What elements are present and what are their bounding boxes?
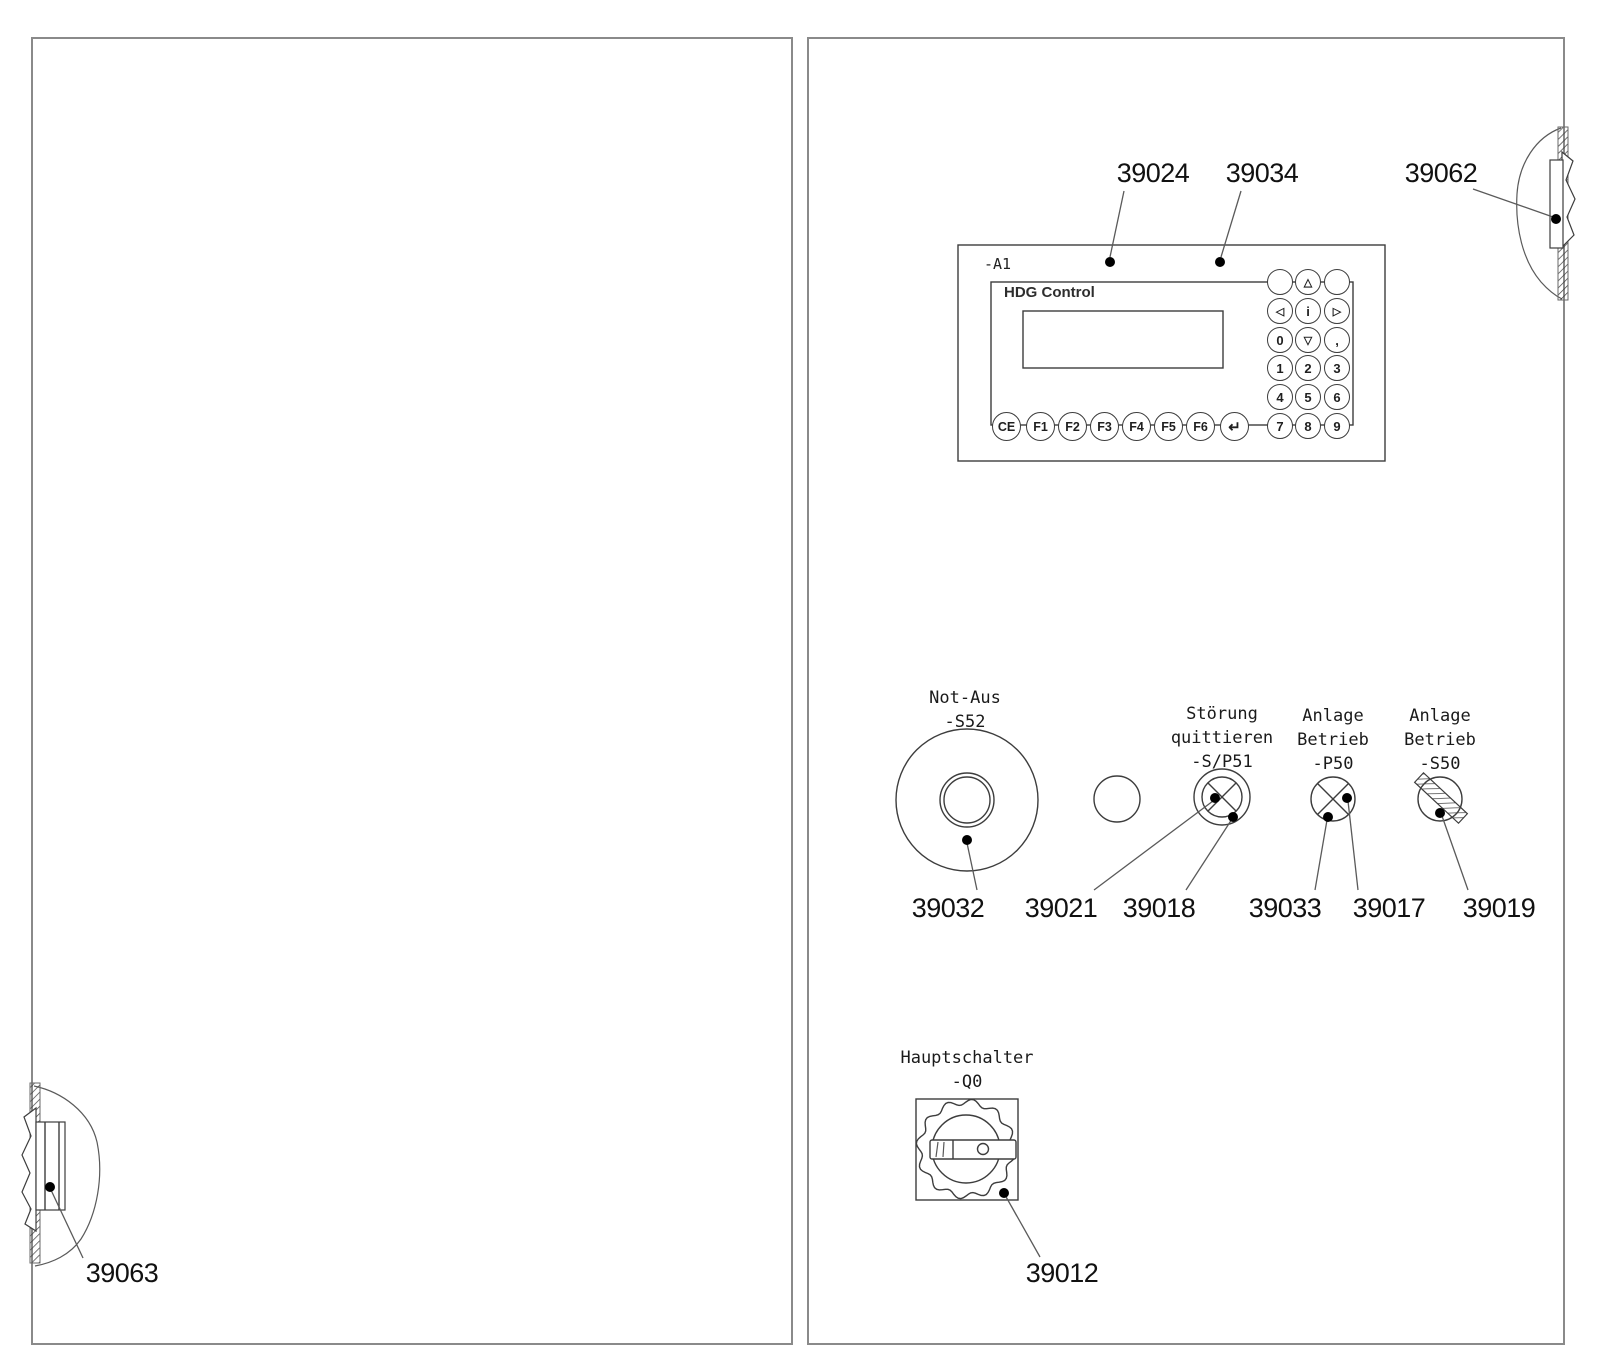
main-switch-plate: [915, 1098, 1019, 1201]
key-blank-1[interactable]: [1267, 269, 1293, 295]
key-down-icon[interactable]: ▽: [1295, 327, 1321, 353]
key-f1[interactable]: F1: [1026, 412, 1055, 441]
key-right-icon[interactable]: ▷: [1324, 298, 1350, 324]
key-f5[interactable]: F5: [1154, 412, 1183, 441]
plant-run-lamp-label-line3: -P50: [1312, 754, 1354, 774]
key-0[interactable]: 0: [1267, 327, 1293, 353]
key-enter-icon[interactable]: ↵: [1220, 412, 1249, 441]
plant-run-lamp-label-line1: Anlage: [1302, 706, 1364, 726]
fault-ack-button[interactable]: [1193, 768, 1251, 826]
key-f2[interactable]: F2: [1058, 412, 1087, 441]
part-label-hinge-top-right: 39062: [1404, 158, 1478, 188]
key-ce[interactable]: CE: [992, 412, 1021, 441]
key-2[interactable]: 2: [1295, 355, 1321, 381]
key-blank-2[interactable]: [1324, 269, 1350, 295]
fault-ack-label-line2: quittieren: [1170, 728, 1274, 748]
plant-run-switch-label: Anlage Betrieb -S50: [1404, 704, 1476, 776]
plant-run-lamp[interactable]: [1310, 776, 1356, 822]
cabinet-door-right: [807, 37, 1565, 1345]
key-8[interactable]: 8: [1295, 413, 1321, 439]
key-7[interactable]: 7: [1267, 413, 1293, 439]
hinge-bottom-left: [21, 1082, 101, 1267]
key-left-icon[interactable]: ◁: [1267, 298, 1293, 324]
part-label-main-switch: 39012: [1025, 1258, 1099, 1288]
hmi-device-outline: [957, 244, 1386, 462]
main-switch-label: Hauptschalter -Q0: [900, 1046, 1033, 1094]
emergency-stop-label-line1: Not-Aus: [929, 688, 1001, 708]
part-label-run-lamp-a: 39033: [1248, 893, 1322, 923]
part-label-keypad: 39034: [1225, 158, 1299, 188]
key-info[interactable]: i: [1295, 298, 1321, 324]
key-3[interactable]: 3: [1324, 355, 1350, 381]
emergency-stop-label: Not-Aus -S52: [929, 686, 1001, 734]
part-label-emergency-stop: 39032: [911, 893, 985, 923]
cabinet-door-left: [31, 37, 793, 1345]
main-switch-handle[interactable]: [929, 1139, 1017, 1160]
hinge-top-right: [1516, 126, 1576, 301]
main-switch-label-line1: Hauptschalter: [900, 1048, 1034, 1068]
main-switch-label-line2: -Q0: [951, 1072, 983, 1092]
plant-run-key-switch[interactable]: [1413, 771, 1469, 825]
emergency-stop-button[interactable]: [895, 728, 1039, 872]
leader-lines: [50, 188, 1554, 1259]
plant-run-switch-label-line1: Anlage: [1409, 706, 1471, 726]
leader-dots: [45, 214, 1561, 1198]
plant-run-lamp-label-line2: Betrieb: [1297, 730, 1369, 750]
fault-ack-label-line3: -S/P51: [1191, 752, 1253, 772]
hmi-display: [1022, 310, 1224, 369]
main-switch-knob-scallop[interactable]: [915, 1098, 1017, 1200]
key-up-icon[interactable]: △: [1295, 269, 1321, 295]
key-4[interactable]: 4: [1267, 384, 1293, 410]
device-ref-label: -A1: [984, 255, 1012, 273]
plant-run-lamp-label: Anlage Betrieb -P50: [1297, 704, 1369, 776]
key-comma[interactable]: ,: [1324, 327, 1350, 353]
key-9[interactable]: 9: [1324, 413, 1350, 439]
part-label-display-unit: 39024: [1116, 158, 1190, 188]
part-label-key-switch: 39019: [1462, 893, 1536, 923]
key-f4[interactable]: F4: [1122, 412, 1151, 441]
panel-hole: [1093, 775, 1141, 823]
fault-ack-label: Störung quittieren -S/P51: [1171, 702, 1273, 774]
part-label-hinge-bottom-left: 39063: [85, 1258, 159, 1288]
part-label-fault-ack-b: 39018: [1122, 893, 1196, 923]
emergency-stop-label-line2: -S52: [944, 712, 986, 732]
part-label-fault-ack-a: 39021: [1024, 893, 1098, 923]
plant-run-switch-label-line2: Betrieb: [1404, 730, 1476, 750]
key-f6[interactable]: F6: [1186, 412, 1215, 441]
key-1[interactable]: 1: [1267, 355, 1293, 381]
key-6[interactable]: 6: [1324, 384, 1350, 410]
main-switch-knob[interactable]: [915, 1098, 1017, 1200]
part-label-run-lamp-b: 39017: [1352, 893, 1426, 923]
plant-run-switch-label-line3: -S50: [1419, 754, 1461, 774]
fault-ack-label-line1: Störung: [1186, 704, 1258, 724]
key-5[interactable]: 5: [1295, 384, 1321, 410]
device-brand-label: HDG Control: [1004, 284, 1095, 301]
key-f3[interactable]: F3: [1090, 412, 1119, 441]
